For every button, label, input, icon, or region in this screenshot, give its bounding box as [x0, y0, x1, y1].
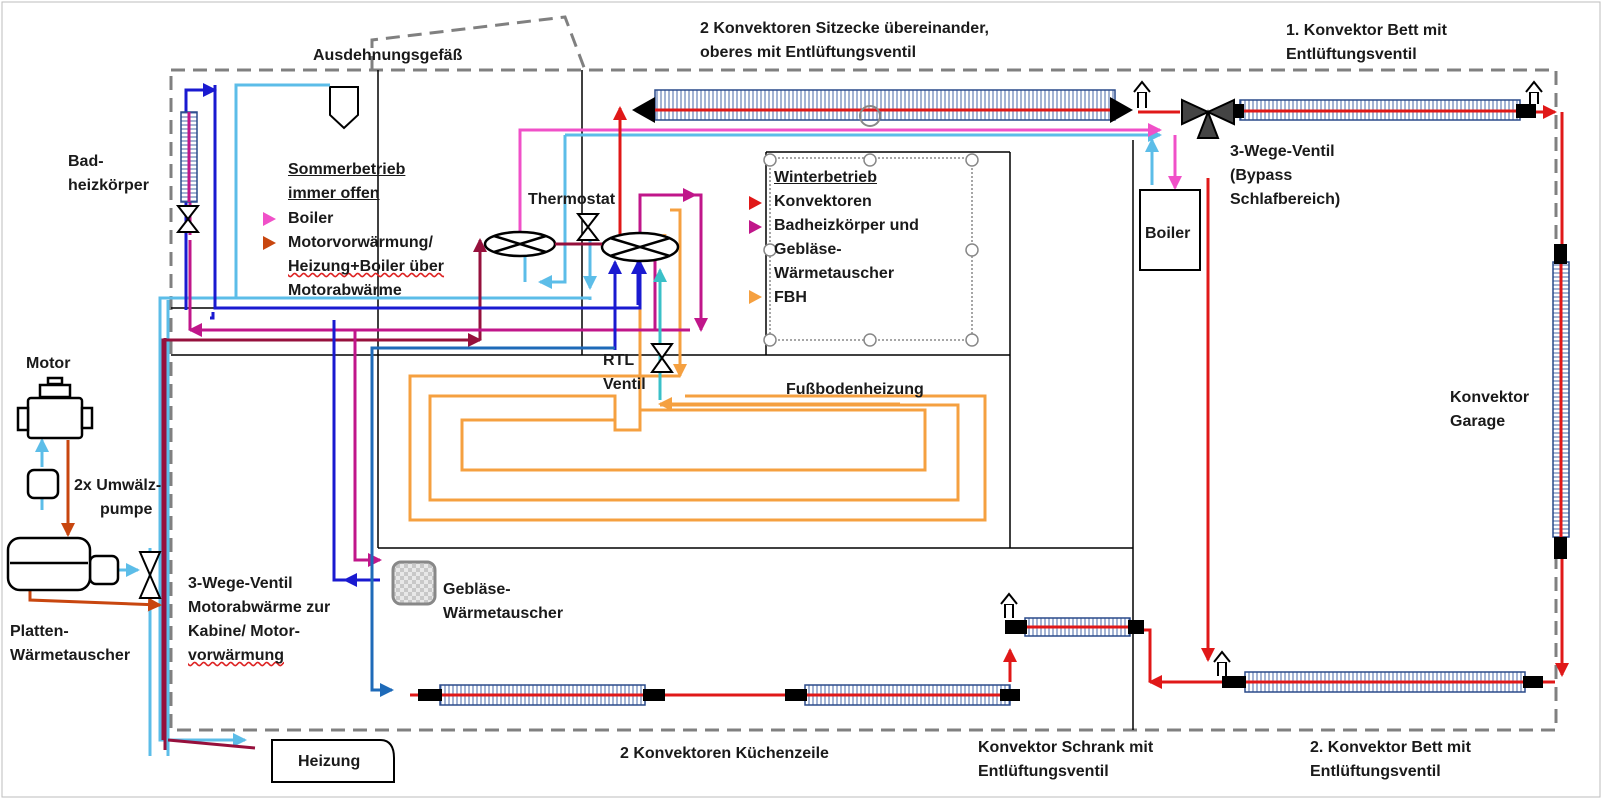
label-schrank-1: Konvektor Schrank mit	[978, 739, 1154, 756]
label-dreiwege-motor-2: Motorabwärme zur	[188, 599, 331, 616]
expansion-tank-icon	[329, 86, 359, 130]
legend-marker-fbh	[749, 290, 762, 304]
legend-sommer-cont-1: Heizung+Boiler über	[288, 255, 444, 279]
convector-bett-2	[1222, 671, 1543, 693]
legend-sommer-cont-2: Motorabwärme	[288, 282, 402, 299]
valve-icon	[138, 205, 674, 599]
label-dreiwege-motor-4-text: vorwärmung	[188, 647, 285, 664]
legend-marker-boiler	[263, 212, 276, 226]
label-boiler: Boiler	[1145, 225, 1191, 242]
blower-heat-exchanger-icon	[391, 560, 437, 606]
label-konvektor-garage-1: Konvektor	[1450, 389, 1530, 406]
label-motor: Motor	[26, 355, 71, 372]
legend-sommer-cont-1-text: Heizung+Boiler über	[288, 258, 445, 275]
label-platten-2: Wärmetauscher	[10, 647, 131, 664]
legend-marker-konvektoren	[749, 196, 762, 210]
convector-bett-1	[1232, 99, 1536, 121]
label-heizung: Heizung	[298, 753, 361, 770]
label-kuechenzeile: 2 Konvektoren Küchenzeile	[620, 745, 829, 762]
label-fussbodenheizung: Fußbodenheizung	[786, 381, 924, 398]
label-dreiwege-motor-3: Kabine/ Motor-	[188, 623, 300, 640]
label-bad-2: heizkörper	[68, 177, 149, 194]
label-sitzecke-1: 2 Konvektoren Sitzecke übereinander,	[700, 20, 989, 37]
orange-supply-arrow	[670, 208, 687, 378]
label-bett2-2: Entlüftungsventil	[1310, 763, 1441, 780]
blue-circuit	[184, 83, 647, 587]
label-geblaese-1: Gebläse-	[443, 581, 511, 598]
bathroom-radiator	[180, 111, 198, 203]
dark-red-circuit	[161, 238, 487, 750]
label-dreiwege-motor-4: vorwärmung	[188, 644, 284, 668]
label-bett2-1: 2. Konvektor Bett mit	[1310, 739, 1471, 756]
label-dreiwege-motor-1: 3-Wege-Ventil	[188, 575, 293, 592]
bleed-valve-icon	[1000, 80, 1543, 676]
floor-heating-loop	[408, 374, 987, 522]
convector-kueche-1	[418, 684, 665, 706]
legend-winter-geblaese: Gebläse-	[774, 241, 842, 258]
vehicle-outline	[169, 15, 1558, 732]
label-thermostat: Thermostat	[528, 191, 616, 208]
legend-sommer-title-2: immer offen	[288, 185, 380, 202]
pump-icon	[26, 468, 120, 586]
convector-kueche-2	[785, 684, 1020, 706]
convector-sitzecke	[632, 89, 1133, 127]
label-bett1-2: Entlüftungsventil	[1286, 46, 1417, 63]
legend-winter-fbh: FBH	[774, 289, 807, 306]
label-schrank-2: Entlüftungsventil	[978, 763, 1109, 780]
legend-sommer-boiler: Boiler	[288, 210, 334, 227]
label-platten-1: Platten-	[10, 623, 69, 640]
label-ventil: Ventil	[603, 376, 646, 393]
winter-legend-frame	[763, 153, 979, 347]
motor-circuit	[28, 440, 162, 612]
legend-winter-konvektoren: Konvektoren	[774, 193, 872, 210]
label-ausdehnungsgefaess: Ausdehnungsgefäß	[313, 47, 463, 64]
mid-blue-circuit	[370, 346, 615, 697]
plate-heat-exchanger-icon	[6, 536, 92, 592]
motor-icon	[16, 376, 94, 440]
boiler-box	[1139, 189, 1201, 271]
legend-winter-title: Winterbetrieb	[774, 169, 877, 186]
legend-sommer-title-1: Sommerbetrieb	[288, 161, 406, 178]
convector-garage	[1552, 244, 1570, 559]
label-sitzecke-2: oberes mit Entlüftungsventil	[700, 44, 917, 61]
pink-circuit	[518, 123, 1182, 232]
label-rtl: RTL	[603, 352, 635, 369]
label-dreiwege-bypass-2: (Bypass	[1230, 167, 1293, 184]
label-dreiwege-bypass-3: Schlafbereich)	[1230, 191, 1341, 208]
legend-winter-waermetauscher: Wärmetauscher	[774, 265, 895, 282]
legend-marker-bad	[749, 220, 762, 234]
label-geblaese-2: Wärmetauscher	[443, 605, 564, 622]
label-bett1-1: 1. Konvektor Bett mit	[1286, 22, 1447, 39]
heater-box	[271, 739, 395, 783]
label-bad-1: Bad-	[68, 153, 104, 170]
label-umwaelz-2: pumpe	[100, 501, 153, 518]
convector-schrank	[1005, 617, 1144, 637]
label-dreiwege-bypass-1: 3-Wege-Ventil	[1230, 143, 1335, 160]
label-umwaelz-1: 2x Umwälz-	[74, 477, 162, 494]
legend-sommer-motor: Motorvorwärmung/	[288, 234, 433, 251]
legend-marker-motor	[263, 236, 276, 250]
three-way-valve-icon	[1181, 98, 1235, 139]
legend-winter-bad: Badheizkörper und	[774, 217, 919, 234]
label-konvektor-garage-2: Garage	[1450, 413, 1506, 430]
